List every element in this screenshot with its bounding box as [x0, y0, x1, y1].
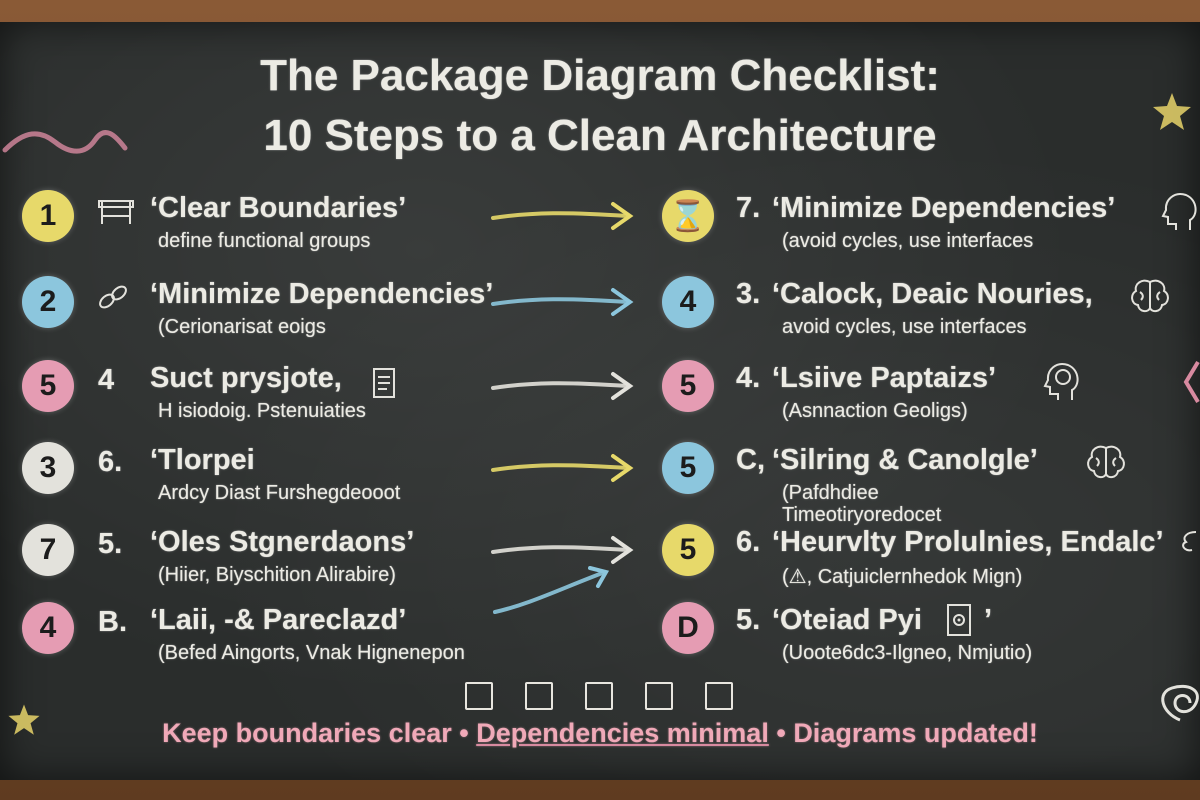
brain-icon	[1128, 276, 1172, 321]
cloud-icon	[1176, 524, 1200, 559]
step-title: ‘Calock, Deaic Nouries,	[772, 278, 1093, 310]
step-number: 6.	[98, 446, 123, 478]
checkbox[interactable]	[705, 682, 733, 710]
arrow-icon	[488, 282, 638, 327]
step-description: (Uoote6dc3-Ilgneo, Nmjutio)	[782, 642, 1033, 664]
step-title: ‘Minimize Dependencies’	[772, 192, 1116, 224]
step-title-end: ’	[984, 604, 993, 636]
title-line-1: The Package Diagram Checklist:	[260, 51, 940, 100]
step-description: avoid cycles, use interfaces	[782, 316, 1027, 338]
fence-icon	[96, 196, 136, 231]
step-description: (avoid cycles, use interfaces	[782, 230, 1034, 252]
star-icon	[1153, 93, 1191, 130]
slogan-part-3: Diagrams updated!	[793, 718, 1038, 748]
step-number: 6.	[736, 526, 761, 558]
spiral-doodle-icon	[1161, 684, 1199, 722]
title-line-2: 10 Steps to a Clean Architecture	[263, 111, 937, 160]
arrow-icon	[488, 448, 638, 493]
step-marker: 5	[662, 360, 714, 412]
step-marker: 3	[22, 442, 74, 494]
step-marker: ⌛	[662, 190, 714, 242]
step-number: C,	[736, 444, 765, 476]
step-marker: 2	[22, 276, 74, 328]
step-description: define functional groups	[158, 230, 371, 252]
step-description: Ardcy Diast Furshegdeooot	[158, 482, 401, 504]
step-description: (Befed Aingorts, Vnak Hignenepon	[158, 642, 465, 664]
checkbox[interactable]	[525, 682, 553, 710]
step-description: (Pafdhdiee	[782, 482, 879, 504]
chalkboard	[0, 22, 1200, 780]
step-description: (⚠, Catjuiclernhedok Mign)	[782, 566, 1023, 588]
head-brain-icon	[1042, 360, 1082, 409]
step-number: 4.	[736, 362, 761, 394]
step-marker: 1	[22, 190, 74, 242]
step-marker: 7	[22, 524, 74, 576]
checkbox[interactable]	[645, 682, 673, 710]
step-number: 3.	[736, 278, 761, 310]
arrow-icon	[488, 530, 638, 575]
chalk-scribble-decoration	[2, 130, 128, 154]
step-title: Suct prysjote,	[150, 362, 342, 394]
step-marker: 5	[662, 442, 714, 494]
step-title: ‘Oteiad Pyi	[772, 604, 922, 636]
head-outline-icon	[1160, 190, 1200, 239]
arrow-icon	[488, 196, 638, 241]
step-number: B.	[98, 606, 127, 638]
step-title: ‘Heurvlty Prolulnies, Endalc’	[772, 526, 1164, 558]
arrow-icon	[490, 564, 612, 625]
step-number: 7.	[736, 192, 761, 224]
step-title: ‘Tlorpei	[150, 444, 255, 476]
step-number: 4	[98, 364, 115, 396]
step-description: (Hiier, Biyschition Alirabire)	[158, 564, 396, 586]
step-description-line-2: Timeotiryoredocet	[782, 504, 942, 526]
step-description: (Asnnaction Geoligs)	[782, 400, 968, 422]
slogan-part-2: Dependencies minimal	[476, 718, 769, 748]
slogan-separator: •	[776, 718, 786, 748]
step-marker: 4	[22, 602, 74, 654]
brain-icon	[1084, 442, 1128, 487]
step-title: ‘Minimize Dependencies’	[150, 278, 494, 310]
step-title: ‘Silring & Canolgle’	[772, 444, 1038, 476]
step-title: ‘Laii, -& Pareclazd’	[150, 604, 407, 636]
step-description: (Cerionarisat eoigs	[158, 316, 326, 338]
checkbox[interactable]	[465, 682, 493, 710]
step-marker: 4	[662, 276, 714, 328]
arrow-icon	[488, 366, 638, 411]
slogan-separator: •	[459, 718, 469, 748]
bottom-slogan: Keep boundaries clear • Dependencies min…	[0, 718, 1200, 749]
step-number: 5.	[98, 528, 123, 560]
link-icon	[96, 282, 130, 317]
step-marker: D	[662, 602, 714, 654]
star-icon	[8, 704, 40, 735]
step-number: 5.	[736, 604, 761, 636]
step-title: ‘Clear Boundaries’	[150, 192, 407, 224]
document-icon	[370, 366, 398, 405]
step-marker: 5	[662, 524, 714, 576]
step-title: ‘Oles Stgnerdaons’	[150, 526, 415, 558]
document-gear-icon	[944, 602, 974, 645]
step-title: ‘Lsiive Paptaizs’	[772, 362, 997, 394]
pink-chalk-mark	[1183, 360, 1200, 404]
slogan-part-1: Keep boundaries clear	[162, 718, 452, 748]
step-marker: 5	[22, 360, 74, 412]
checkbox[interactable]	[585, 682, 613, 710]
step-description: H isiodoig. Pstenuiaties	[158, 400, 366, 422]
